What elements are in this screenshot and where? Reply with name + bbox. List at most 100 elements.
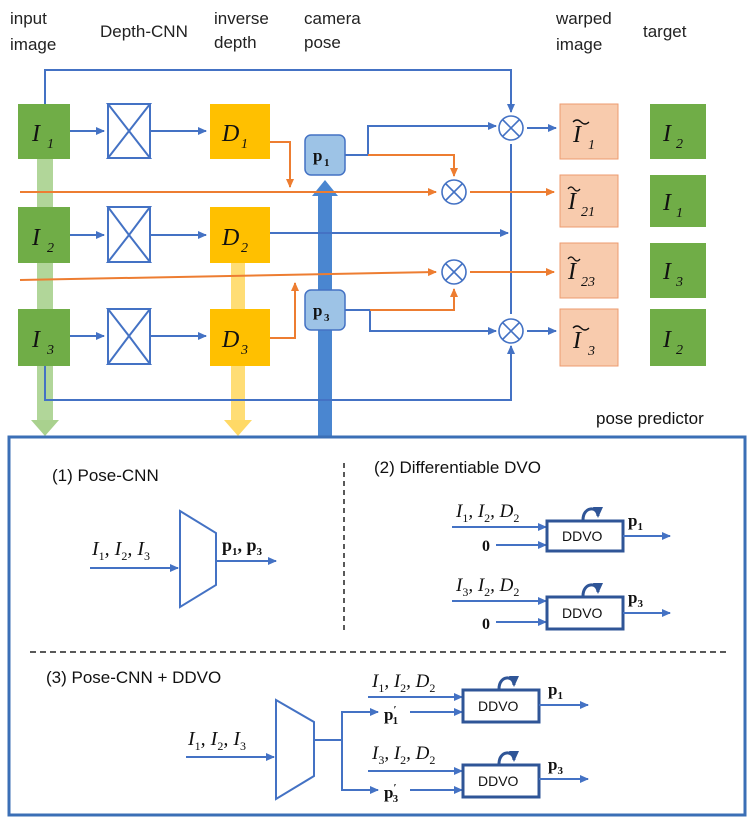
section-1-title: (1) Pose-CNN (52, 466, 159, 485)
section-1-inputs: I1, I2, I3 (91, 538, 150, 563)
ddvo-label-3a: DDVO (478, 698, 519, 714)
ddvo-box-3b (461, 763, 541, 799)
target-image-4: I 2 (650, 309, 706, 366)
depth-map-2: D 2 (210, 207, 270, 263)
section-2b-inputs: I3, I2, D2 (455, 575, 519, 599)
pose-box-1: p 1 (304, 134, 346, 176)
target-image-1-symbol: I (662, 121, 672, 147)
pose-box-1-sub: 1 (324, 157, 330, 169)
section-2a-zero: 0 (482, 538, 490, 555)
header-target: target (643, 22, 687, 41)
input-feed-arrowhead (31, 420, 59, 436)
header-inverse-depth-2: depth (214, 33, 257, 52)
target-image-1: I 2 (650, 104, 706, 159)
input-image-2-sub: 2 (47, 241, 54, 256)
section-2a-output: p1 (628, 511, 643, 533)
multiplier-21 (441, 179, 467, 205)
pose-predictor-frame (7, 435, 747, 817)
section-2-title: (2) Differentiable DVO (374, 458, 541, 477)
warped-image-1: I 1 (559, 103, 619, 160)
section-2b-zero: 0 (482, 616, 490, 633)
warped-image-1-sub: 1 (588, 138, 595, 153)
section-3-pose-cnn (275, 698, 315, 801)
multiplier-bottom (498, 318, 524, 344)
target-image-4-sub: 2 (676, 343, 683, 358)
pose-box-3-sub: 3 (324, 312, 330, 324)
depth-map-1-symbol: D (221, 121, 239, 147)
warped-image-3-sub: 3 (587, 344, 595, 359)
warped-image-1-symbol: I (572, 122, 582, 148)
input-image-2: I 2 (18, 207, 70, 263)
section-1-outputs: p1, p3 (222, 535, 263, 558)
header-depth-cnn: Depth-CNN (100, 22, 188, 41)
section-3b-output: p3 (548, 755, 563, 777)
input-image-3-sub: 3 (46, 343, 54, 358)
section-3-title: (3) Pose-CNN + DDVO (46, 668, 221, 687)
warped-image-21-sub: 21 (581, 205, 595, 220)
target-image-1-sub: 2 (676, 137, 683, 152)
warped-image-3: I 3 (559, 308, 619, 367)
section-3a-output: p1 (548, 680, 563, 702)
warped-image-3-symbol: I (572, 328, 582, 354)
multiplier-top (498, 115, 524, 141)
section-3b-inputs: I3, I2, D2 (371, 743, 435, 767)
section-3a-inputs: I1, I2, D2 (371, 671, 435, 695)
ddvo-label-2b: DDVO (562, 605, 603, 621)
section-3a-prior: p′1 (384, 704, 398, 727)
warped-image-21-symbol: I (567, 189, 577, 215)
blue-connectors (44, 69, 557, 401)
target-image-4-symbol: I (662, 327, 672, 353)
section-3-inputs: I1, I2, I3 (187, 728, 246, 753)
depth-map-3-symbol: D (221, 327, 239, 353)
target-image-3-sub: 3 (675, 275, 683, 290)
pose-box-3-symbol: p (313, 301, 322, 320)
depth-map-1: D 1 (210, 104, 270, 159)
ddvo-loop-2a (581, 506, 603, 521)
header-warped-image-2: image (556, 35, 602, 54)
ddvo-label-3b: DDVO (478, 773, 519, 789)
section-3b-prior: p′3 (384, 782, 399, 805)
pose-box-3: p 3 (304, 289, 346, 331)
input-image-1-symbol: I (31, 121, 41, 147)
input-image-1-sub: 1 (47, 137, 54, 152)
ddvo-box-2a (545, 519, 625, 553)
target-image-3-symbol: I (662, 259, 672, 285)
depth-map-3-sub: 3 (240, 343, 248, 358)
depth-map-3: D 3 (210, 309, 270, 366)
depth-map-2-symbol: D (221, 225, 239, 251)
ddvo-loop-3a (497, 675, 519, 690)
depth-cnn-3 (105, 308, 153, 365)
header-camera-pose-1: camera (304, 9, 361, 28)
header-input-image-1: input (10, 9, 47, 28)
input-image-1: I 1 (18, 104, 70, 159)
depth-cnn-1 (105, 103, 153, 159)
header-inverse-depth-1: inverse (214, 9, 269, 28)
warped-image-21: I 21 (559, 174, 619, 228)
header-input-image-2: image (10, 35, 56, 54)
pose-box-1-symbol: p (313, 146, 322, 165)
target-image-2-symbol: I (662, 190, 672, 216)
header-warped-image-1: warped (555, 9, 612, 28)
section-2b-output: p3 (628, 588, 643, 610)
depth-feed-arrowhead (224, 420, 252, 436)
target-image-3: I 3 (650, 243, 706, 298)
multiplier-23 (441, 259, 467, 285)
input-image-3-symbol: I (31, 327, 41, 353)
depth-map-2-sub: 2 (241, 241, 248, 256)
ddvo-loop-2b (581, 582, 603, 597)
depth-cnn-2 (105, 206, 153, 263)
section-2a-inputs: I1, I2, D2 (455, 501, 519, 525)
header-camera-pose-2: pose (304, 33, 341, 52)
orange-connectors (19, 141, 555, 339)
input-image-3: I 3 (18, 309, 70, 366)
target-image-2-sub: 1 (676, 206, 683, 221)
ddvo-loop-3b (497, 750, 519, 765)
pose-feed-arrowhead (312, 180, 338, 196)
input-image-2-symbol: I (31, 225, 41, 251)
pose-predictor-title: pose predictor (596, 409, 704, 428)
warped-image-23: I 23 (559, 242, 619, 299)
warped-image-23-sub: 23 (581, 275, 595, 290)
ddvo-label-2a: DDVO (562, 528, 603, 544)
depth-map-1-sub: 1 (241, 137, 248, 152)
